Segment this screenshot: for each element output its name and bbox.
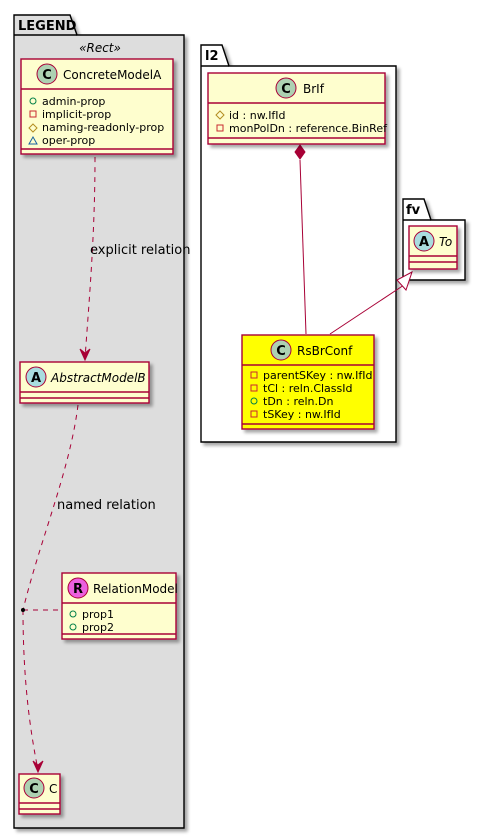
svg-text:prop1: prop1 — [82, 608, 114, 621]
composition-edge — [294, 144, 307, 335]
svg-text:monPolDn : reference.BinRef: monPolDn : reference.BinRef — [229, 122, 388, 135]
class-circle-icon: C — [36, 63, 58, 85]
explicit-relation-edge: explicit relation — [79, 156, 190, 362]
class-name: C — [49, 782, 57, 796]
class-abstract-model-b[interactable]: A AbstractModelB — [19, 361, 150, 404]
attr-naming-readonly-prop: naming-readonly-prop — [28, 121, 164, 134]
generalization-edge — [329, 270, 413, 335]
svg-text:parentSKey : nw.IfId: parentSKey : nw.IfId — [263, 369, 372, 382]
svg-text:admin-prop: admin-prop — [42, 95, 105, 108]
class-name: RsBrConf — [297, 344, 353, 358]
class-circle-icon: C — [270, 339, 292, 361]
attr-oper-prop: oper-prop — [28, 134, 95, 147]
attr-admin-prop: admin-prop — [29, 95, 105, 108]
class-rsbrconf[interactable]: C RsBrConf parentSKey : nw.IfId tCl : re… — [241, 334, 375, 430]
attr-prop2: prop2 — [69, 621, 114, 634]
explicit-relation-label: explicit relation — [90, 243, 190, 258]
svg-text:naming-readonly-prop: naming-readonly-prop — [42, 121, 164, 134]
relation-circle-icon: R — [67, 577, 89, 599]
class-concrete-model-a[interactable]: C ConcreteModelA admin-prop implicit-pro… — [20, 58, 174, 155]
attr-id: id : nw.IfId — [215, 109, 286, 122]
class-name: To — [439, 235, 452, 249]
attr-tdn: tDn : reln.Dn — [250, 395, 333, 408]
abstract-circle-icon: A — [413, 230, 435, 252]
class-name: AbstractModelB — [50, 371, 146, 385]
svg-text:id : nw.IfId: id : nw.IfId — [229, 109, 286, 122]
svg-text:C: C — [29, 782, 39, 797]
svg-text:oper-prop: oper-prop — [42, 134, 95, 147]
class-circle-icon: C — [275, 77, 297, 99]
class-c[interactable]: C C — [18, 773, 61, 815]
svg-text:A: A — [31, 371, 41, 386]
svg-text:R: R — [73, 582, 83, 597]
svg-text:implicit-prop: implicit-prop — [42, 108, 111, 121]
package-fv-title: fv — [406, 203, 421, 218]
class-brif[interactable]: C BrIf id : nw.IfId monPolDn : reference… — [207, 72, 388, 145]
attr-implicit-prop: implicit-prop — [29, 108, 111, 121]
attr-parentskey: parentSKey : nw.IfId — [250, 369, 372, 382]
class-name: RelationModel — [93, 582, 178, 596]
class-relation-model[interactable]: R RelationModel prop1 prop2 — [61, 572, 178, 640]
package-legend-title: LEGEND — [18, 19, 77, 34]
class-name: ConcreteModelA — [63, 68, 162, 82]
attr-prop1: prop1 — [69, 608, 114, 621]
svg-text:prop2: prop2 — [82, 621, 114, 634]
svg-text:C: C — [42, 68, 52, 83]
svg-text:tSKey : nw.IfId: tSKey : nw.IfId — [263, 408, 341, 421]
svg-text:tDn : reln.Dn: tDn : reln.Dn — [263, 395, 333, 408]
svg-text:C: C — [281, 82, 291, 97]
abstract-circle-icon: A — [25, 366, 47, 388]
package-legend-stereotype: «Rect» — [79, 41, 121, 55]
attr-monpoldn: monPolDn : reference.BinRef — [216, 122, 388, 135]
svg-text:tCl : reln.ClassId: tCl : reln.ClassId — [263, 382, 353, 395]
package-l2-title: l2 — [205, 49, 219, 64]
class-name: BrIf — [303, 82, 325, 96]
class-circle-icon: C — [23, 777, 45, 799]
class-to[interactable]: A To — [408, 225, 458, 270]
svg-text:A: A — [419, 235, 429, 250]
attr-tskey: tSKey : nw.IfId — [250, 408, 341, 421]
named-relation-edge: named relation — [21, 404, 156, 774]
named-relation-label: named relation — [57, 498, 156, 513]
attr-tcl: tCl : reln.ClassId — [250, 382, 353, 395]
svg-text:C: C — [276, 344, 286, 359]
